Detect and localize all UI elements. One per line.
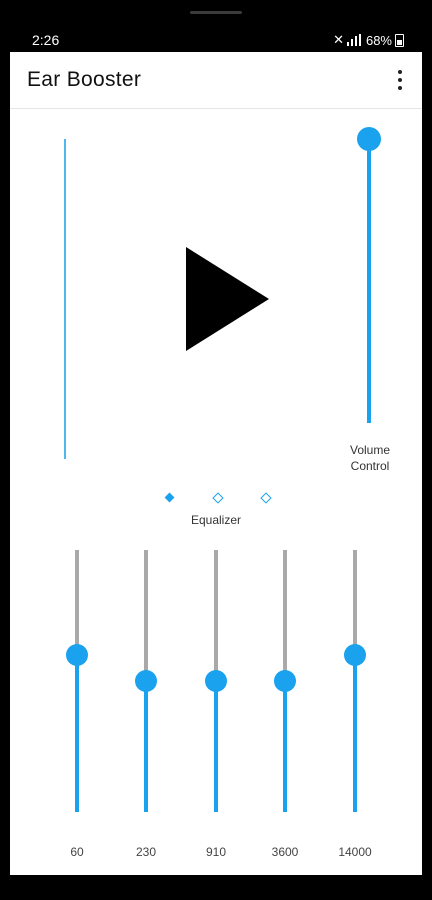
- app-title: Ear Booster: [27, 68, 142, 91]
- eq-slider-thumb[interactable]: [344, 644, 366, 666]
- eq-band-freq: 3600: [271, 845, 299, 859]
- play-icon[interactable]: [186, 247, 269, 351]
- eq-slider-thumb[interactable]: [66, 644, 88, 666]
- more-options-icon[interactable]: [390, 66, 410, 94]
- status-time: 2:26: [32, 32, 60, 48]
- eq-slider-thumb[interactable]: [205, 670, 227, 692]
- volume-slider-track[interactable]: [367, 139, 371, 423]
- status-bar: 2:26 ✕ 68%: [10, 26, 422, 52]
- eq-track-active: [75, 655, 79, 812]
- eq-track-inactive: [353, 550, 357, 655]
- eq-band-14000[interactable]: 14000: [335, 550, 375, 859]
- eq-band-60[interactable]: 60: [57, 550, 97, 859]
- eq-track-active: [214, 681, 218, 812]
- eq-band-910[interactable]: 910: [196, 550, 236, 859]
- eq-track-active: [283, 681, 287, 812]
- eq-track-inactive: [75, 550, 79, 655]
- app-bar: Ear Booster: [10, 52, 422, 109]
- signal-icon: [346, 34, 363, 46]
- page-dot-active[interactable]: [164, 492, 175, 503]
- eq-slider-thumb[interactable]: [135, 670, 157, 692]
- eq-band-3600[interactable]: 3600: [265, 550, 305, 859]
- eq-band-freq: 230: [135, 845, 157, 859]
- app-screen: Ear Booster Volume Control Equalizer 60: [10, 52, 422, 875]
- volume-slider-thumb[interactable]: [357, 127, 381, 151]
- volume-label-line1: Volume: [349, 443, 391, 457]
- left-level-line: [64, 139, 66, 459]
- eq-band-freq: 14000: [338, 845, 372, 859]
- eq-slider-thumb[interactable]: [274, 670, 296, 692]
- eq-track-inactive: [283, 550, 287, 681]
- status-icons: ✕ 68%: [333, 32, 404, 48]
- mute-icon: ✕: [333, 32, 344, 47]
- page-indicator: [162, 492, 282, 507]
- page-dot[interactable]: [260, 492, 272, 504]
- eq-track-active: [144, 681, 148, 812]
- volume-control-label: Volume Control: [330, 442, 410, 474]
- volume-label-line2: Control: [350, 459, 390, 473]
- navigation-bar: [0, 875, 432, 900]
- eq-track-inactive: [214, 550, 218, 681]
- equalizer-label: Equalizer: [190, 513, 242, 527]
- speaker-notch: [190, 11, 242, 14]
- battery-percent: 68%: [365, 32, 392, 48]
- eq-band-freq: 60: [70, 845, 84, 859]
- battery-icon: [395, 33, 404, 47]
- eq-band-freq: 910: [205, 845, 227, 859]
- page-dot[interactable]: [212, 492, 224, 504]
- eq-track-inactive: [144, 550, 148, 681]
- eq-band-230[interactable]: 230: [126, 550, 166, 859]
- eq-track-active: [353, 655, 357, 812]
